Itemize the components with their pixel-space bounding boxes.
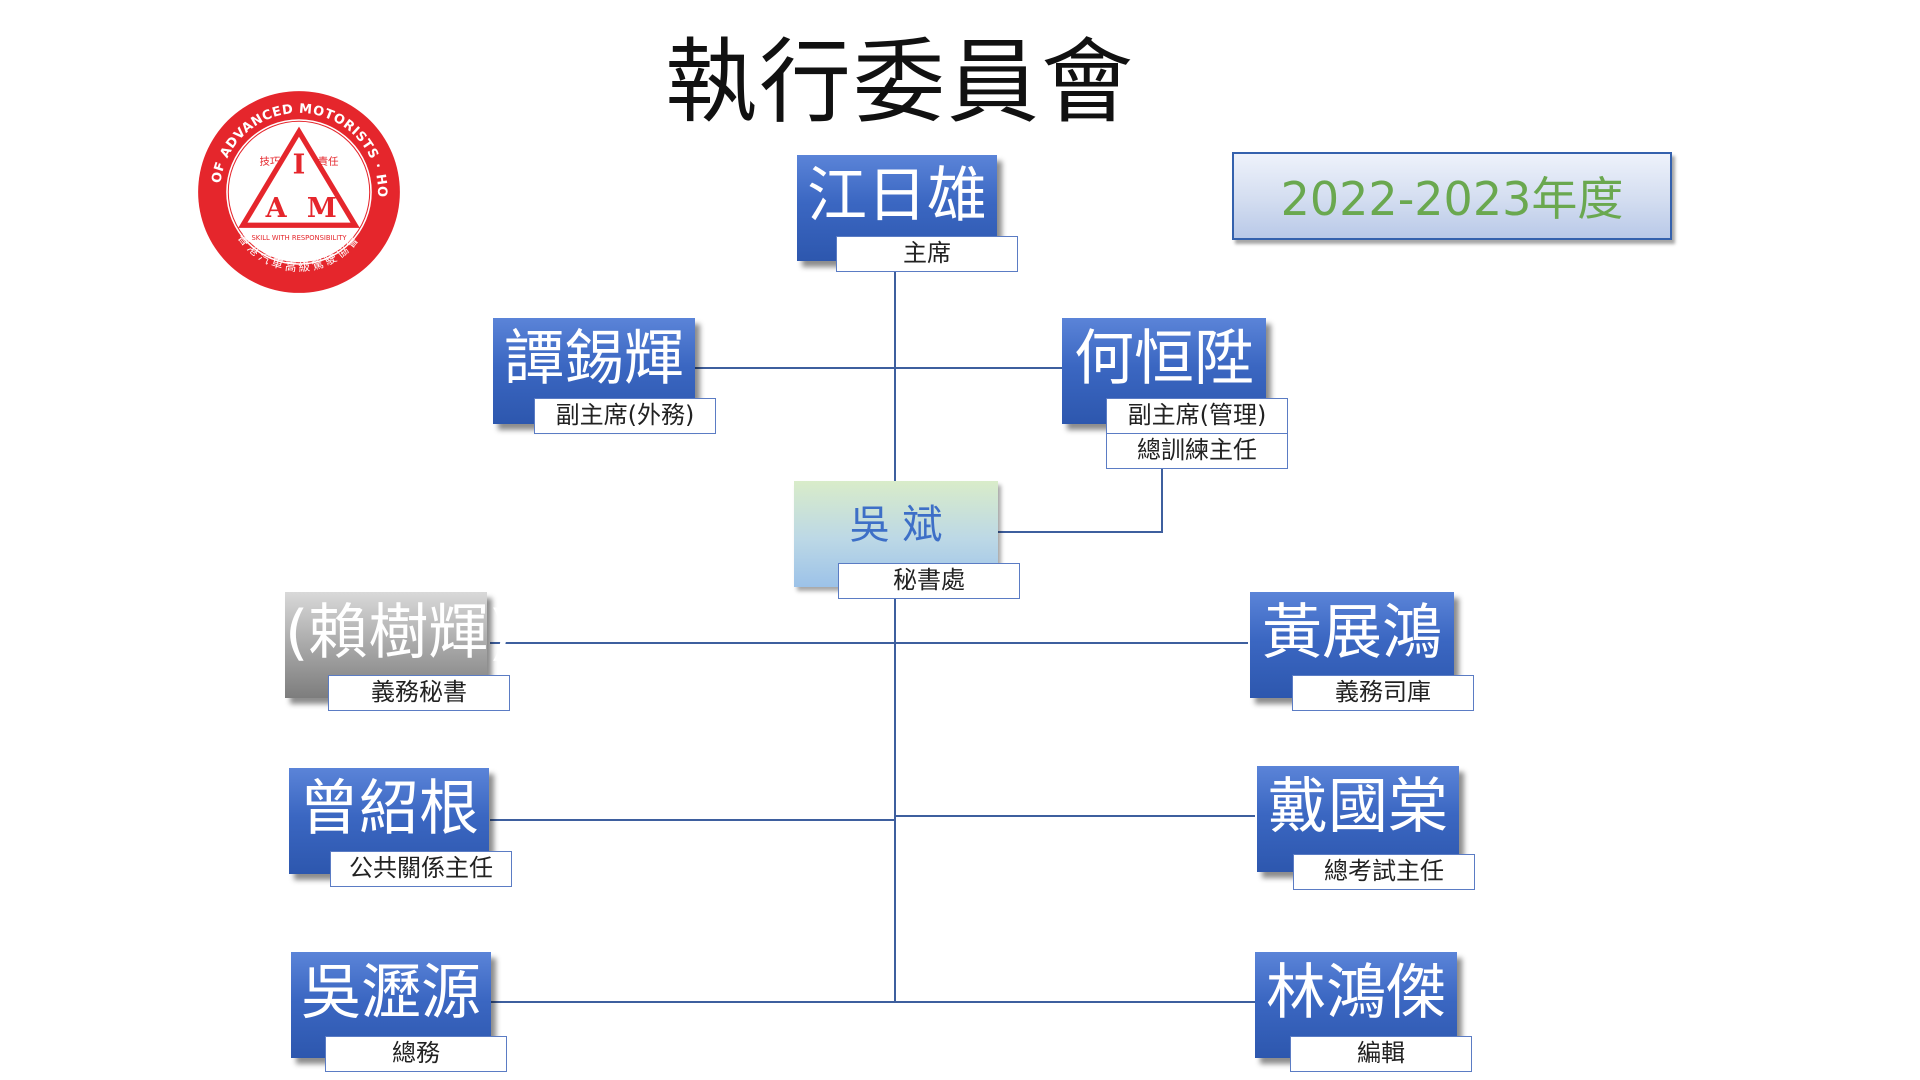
year-label: 2022-2023年度: [1232, 152, 1672, 240]
editor-name: 林鴻傑: [1266, 958, 1446, 1028]
chairman-name: 江日雄: [807, 161, 987, 231]
editor-role: 編輯: [1290, 1036, 1472, 1072]
honorary-treasurer-role: 義務司庫: [1292, 675, 1474, 711]
vice-chairman-admin-role: 副主席(管理): [1106, 398, 1288, 434]
general-affairs-name: 吳瀝源: [301, 958, 481, 1028]
svg-text:A: A: [265, 193, 288, 224]
public-relations-name: 曾紹根: [299, 774, 479, 844]
svg-text:技巧: 技巧: [259, 155, 280, 168]
honorary-secretary-name: (賴樹輝): [285, 598, 512, 668]
iam-logo: INSTITUTE OF ADVANCED MOTORISTS · HONG K…: [195, 88, 400, 293]
vice-chairman-external-name: 譚錫輝: [504, 324, 684, 394]
svg-text:I: I: [293, 149, 306, 180]
svg-text:責任: 責任: [318, 155, 339, 168]
svg-text:SKILL WITH RESPONSIBILITY: SKILL WITH RESPONSIBILITY: [252, 234, 348, 242]
honorary-secretary-role: 義務秘書: [328, 675, 510, 711]
secretariat-role: 秘書處: [838, 563, 1020, 599]
chief-examiner-role: 總考試主任: [1293, 854, 1475, 890]
secretariat-name: 吳 斌: [849, 502, 943, 548]
chairman-role: 主席: [836, 236, 1018, 272]
vice-chairman-external-role: 副主席(外務): [534, 398, 716, 434]
svg-text:M: M: [307, 193, 337, 224]
page-title: 執行委員會: [664, 29, 1135, 136]
chief-training-officer-role: 總訓練主任: [1106, 433, 1288, 469]
public-relations-role: 公共關係主任: [330, 851, 512, 887]
vice-chairman-admin-name: 何恒陞: [1074, 324, 1254, 394]
chief-examiner-name: 戴國棠: [1268, 772, 1448, 842]
general-affairs-role: 總務: [325, 1036, 507, 1072]
honorary-treasurer-name: 黃展鴻: [1262, 598, 1442, 668]
